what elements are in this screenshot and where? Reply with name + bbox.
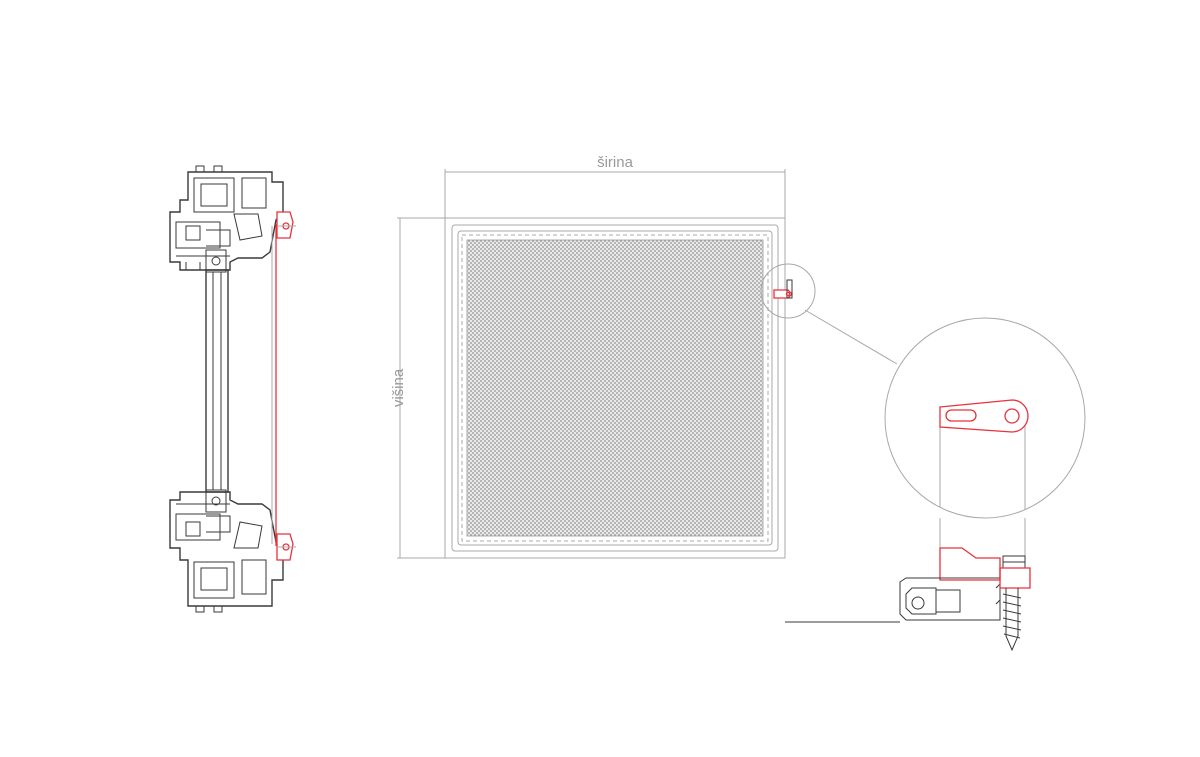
top-frame-profile — [169, 165, 284, 273]
zoom-circle — [884, 317, 1086, 519]
screen-frame-inner — [457, 230, 773, 546]
insect-screen-side — [271, 211, 296, 561]
mounting-bracket — [785, 547, 1001, 623]
window-cross-section — [169, 165, 296, 613]
width-label: širina — [597, 154, 634, 171]
width-dimension: širina — [444, 154, 786, 218]
magnified-detail — [785, 317, 1086, 652]
detail-callout — [760, 263, 898, 365]
mesh-edge-dashed — [461, 234, 769, 542]
height-label: višina — [390, 368, 407, 407]
insect-mesh — [466, 239, 764, 537]
outer-frame — [444, 217, 786, 559]
swivel-clip — [939, 399, 1029, 433]
glass-pane — [205, 269, 229, 493]
bottom-frame-profile — [169, 489, 284, 613]
fixing-screw — [999, 555, 1031, 652]
height-dimension: višina — [390, 217, 446, 559]
screen-front-view: širina višina — [390, 154, 898, 559]
screen-frame-outer — [451, 224, 779, 552]
